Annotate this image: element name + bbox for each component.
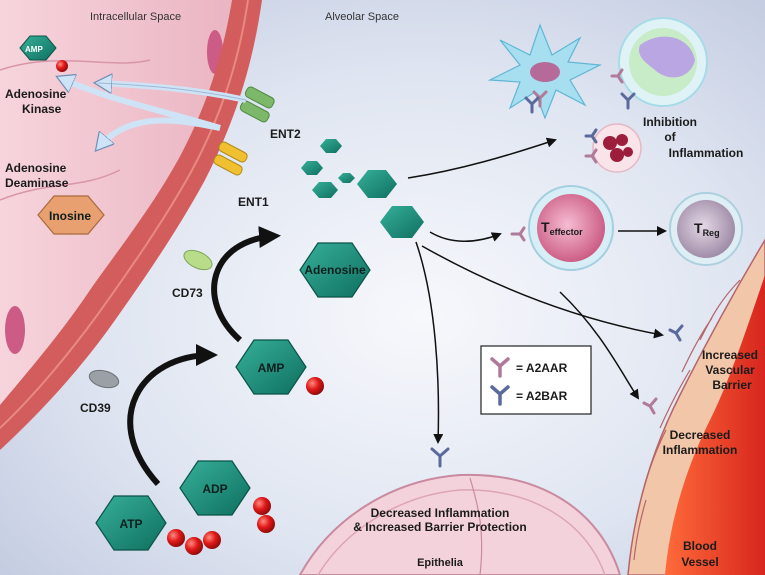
t-effector-cell	[528, 185, 614, 271]
amp-small-hexagon	[19, 35, 68, 72]
amp-phosphate-1	[306, 377, 324, 395]
receptor-a2aar-macrophage	[610, 68, 624, 84]
t-reg-label: TReg	[694, 220, 720, 238]
membrane-band	[0, 0, 262, 450]
ent1-transporter	[213, 141, 248, 176]
arrow-to-immune	[407, 137, 557, 179]
t-reg-sub: Reg	[703, 228, 720, 238]
arrow-to-vessel-2	[559, 291, 640, 400]
receptor-a2aar-neutrophil	[584, 148, 598, 164]
receptor-a2aar-dendritic	[532, 90, 548, 108]
decreased-label-1: Decreased	[670, 428, 731, 442]
blood-vessel-lumen	[665, 275, 765, 575]
amp-small-label: AMP	[25, 45, 43, 54]
amp-hexagon	[235, 339, 307, 395]
t-reg-main: T	[694, 220, 703, 236]
inhibition-label-1: Inhibition	[643, 115, 697, 129]
receptor-a2bar-macrophage	[620, 92, 636, 110]
membrane-inner-line	[0, 0, 249, 429]
adenosine-kinase-label-1: Adenosine	[5, 87, 67, 101]
cd73-enzyme	[183, 249, 213, 271]
inhibition-label-3: Inflammation	[669, 146, 744, 160]
adp-phosphate-1	[253, 497, 271, 515]
epithelia-cell-border	[469, 477, 483, 575]
inosine-label: Inosine	[49, 209, 91, 223]
intracellular-vein-1	[0, 59, 151, 71]
blood-vessel-label-1: Blood	[683, 539, 717, 553]
macrophage-cell	[618, 17, 708, 107]
epithelia-inner	[317, 489, 606, 575]
legend-a2bar-label: = A2BAR	[516, 389, 568, 403]
epithelia-label: Epithelia	[417, 557, 464, 569]
arrow-atp-to-amp	[127, 344, 218, 487]
ent2-transporter	[239, 86, 275, 123]
amp-small-phosphate	[56, 60, 68, 72]
epithelia-outcome-1: Decreased Inflammation	[371, 506, 510, 520]
atp-phosphate-3	[203, 531, 221, 549]
adenosine-hexagon	[299, 242, 371, 298]
adenosine-deaminase-label-2: Deaminase	[5, 176, 69, 190]
arrow-to-vessel	[421, 245, 664, 339]
t-effector-label: Teffector	[541, 219, 583, 237]
arrow-amp-to-adenosine	[211, 226, 281, 343]
intracellular-nucleus-2	[5, 306, 25, 354]
intracellular-region	[0, 0, 232, 405]
adenosine-label: Adenosine	[304, 263, 366, 277]
neutrophil-cell	[592, 123, 642, 173]
adenosine-deaminase-label-1: Adenosine	[5, 161, 67, 175]
blood-vessel-label-2: Vessel	[681, 555, 718, 569]
t-effector-sub: effector	[550, 227, 584, 237]
decreased-label-2: Inflammation	[663, 443, 738, 457]
uptake-arrows	[60, 78, 247, 148]
receptor-a2bar-neutrophil	[584, 128, 598, 144]
inosine-hexagon	[37, 195, 105, 235]
legend-a2aar-glyph	[490, 357, 510, 378]
arrow-to-teffector	[429, 231, 502, 242]
intracellular-label: Intracellular Space	[90, 11, 181, 23]
receptor-a2bar-epithelia	[430, 447, 450, 468]
atp-phosphate-2	[185, 537, 203, 555]
arrow-to-epithelia	[415, 241, 444, 444]
t-effector-main: T	[541, 219, 550, 235]
ent2-label: ENT2	[270, 127, 301, 141]
inhibition-label-2: of	[664, 130, 676, 144]
cd39-label: CD39	[80, 401, 111, 415]
legend-box	[480, 345, 592, 415]
atp-label: ATP	[119, 517, 142, 531]
vascular-label-1: Increased	[702, 348, 758, 362]
receptor-a2aar-teffector	[510, 226, 526, 242]
ent1-label: ENT1	[238, 195, 269, 209]
receptor-a2aar-vessel	[642, 397, 658, 415]
vascular-label-2: Vascular	[705, 363, 755, 377]
cd39-enzyme	[88, 369, 120, 389]
adp-label: ADP	[202, 482, 227, 496]
dendritic-cell	[487, 23, 603, 120]
legend-a2aar-label: = A2AAR	[516, 361, 568, 375]
receptor-a2bar-dendritic	[524, 96, 540, 114]
receptor-a2bar-vessel	[668, 324, 684, 342]
adp-phosphate-2	[257, 515, 275, 533]
legend-a2bar-glyph	[490, 385, 510, 406]
free-adenosine-molecules	[301, 139, 424, 238]
amp-label: AMP	[258, 361, 285, 375]
epithelia-outcome-2: & Increased Barrier Protection	[353, 520, 526, 534]
atp-phosphate-1	[167, 529, 185, 547]
vascular-label-3: Barrier	[712, 378, 752, 392]
intracellular-vein-2	[0, 169, 121, 201]
adenosine-kinase-label-2: Kinase	[22, 102, 62, 116]
epithelia-layer	[298, 473, 622, 575]
alveolar-label: Alveolar Space	[325, 11, 399, 23]
cd73-label: CD73	[172, 286, 203, 300]
blood-vessel-outer-cells	[633, 279, 741, 561]
atp-hexagon	[95, 495, 167, 551]
t-reg-cell	[669, 192, 743, 266]
adp-hexagon	[179, 460, 251, 516]
